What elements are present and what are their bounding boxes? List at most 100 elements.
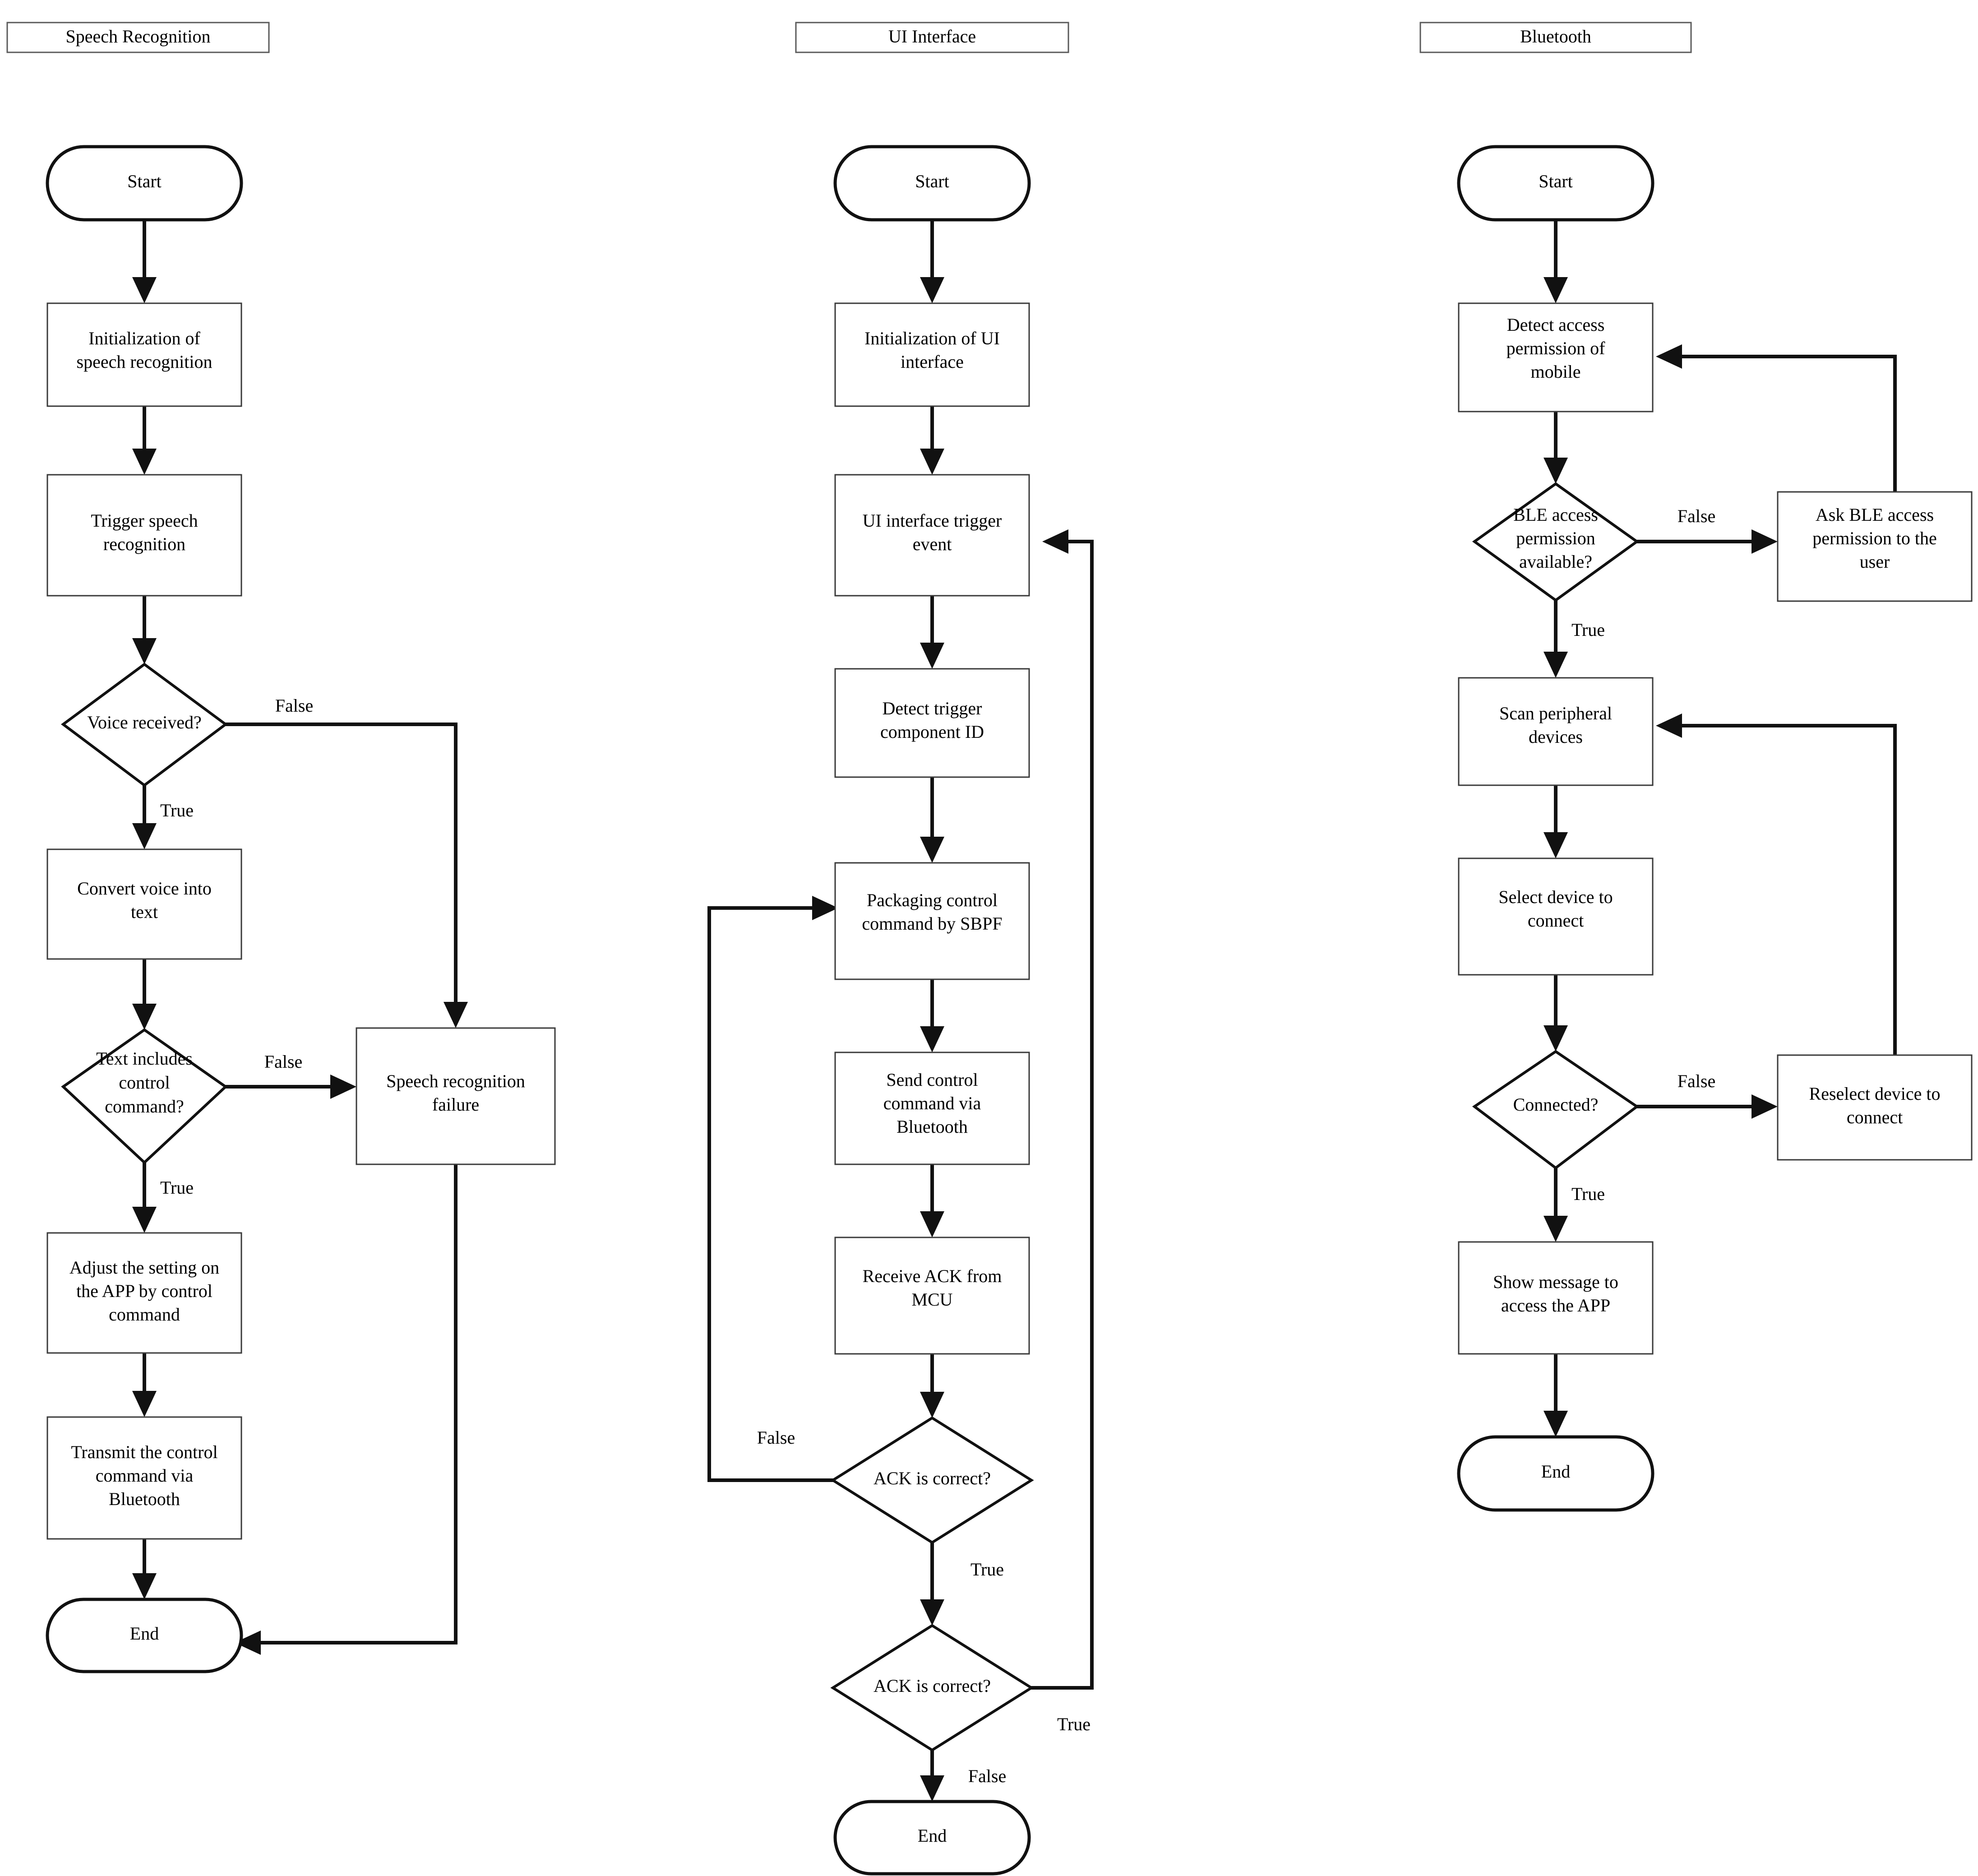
arrowhead-sr-init-trigger <box>132 449 157 475</box>
lane-header-speech-recognition: Speech Recognition <box>6 22 270 53</box>
node-label-line2: component ID <box>880 722 984 742</box>
node-label-line2: control <box>119 1072 170 1093</box>
lane2-connectors <box>707 220 1094 1802</box>
node-ui-detect[interactable]: Detect trigger component ID <box>834 668 1030 778</box>
arrowhead-bt-start-detect <box>1544 277 1568 303</box>
node-label-line2: command by SBPF <box>862 913 1002 934</box>
process-shape <box>356 1027 556 1165</box>
node-ui-recv[interactable]: Receive ACK from MCU <box>834 1237 1030 1355</box>
node-label-line2: recognition <box>103 534 185 554</box>
node-bt-start[interactable]: Start <box>1457 145 1654 222</box>
node-sr-transmit[interactable]: Transmit the control command via Bluetoo… <box>46 1416 242 1540</box>
node-label-line1: Ask BLE access <box>1816 505 1934 525</box>
arrowhead-ui-ack1-false <box>812 896 838 920</box>
process-shape <box>46 1416 242 1540</box>
node-label: Start <box>915 171 949 191</box>
node-label-line2: speech recognition <box>77 352 213 372</box>
arrowhead-bt-ble-true <box>1544 652 1568 678</box>
lane-title-1: Speech Recognition <box>65 26 210 46</box>
node-label-line2: command via <box>96 1465 194 1486</box>
node-label-line2: permission to the <box>1812 528 1937 548</box>
node-sr-end[interactable]: End <box>46 1598 243 1673</box>
node-ui-init[interactable]: Initialization of UI interface <box>834 302 1030 407</box>
node-bt-ble[interactable]: BLE access permission available? <box>1472 482 1640 602</box>
node-ui-end[interactable]: End <box>833 1800 1031 1876</box>
node-label-line3: user <box>1860 551 1890 572</box>
arrowhead-ui-ack1-true <box>920 1599 944 1626</box>
edge-label-sr-textinc-true: True <box>160 1177 194 1198</box>
node-sr-textinc[interactable]: Text includes control command? <box>61 1028 228 1165</box>
arrowhead-ui-ack2-true <box>1042 529 1068 554</box>
node-label-line1: Convert voice into <box>77 878 212 899</box>
arrowhead-ui-recv-ack1 <box>920 1392 944 1418</box>
node-bt-reselect[interactable]: Reselect device to connect <box>1777 1054 1973 1161</box>
node-label-line1: Detect access <box>1507 315 1605 335</box>
node-label-line1: Initialization of UI <box>864 328 1000 348</box>
arrowhead-sr-voice-true <box>132 823 157 849</box>
node-ui-package[interactable]: Packaging control command by SBPF <box>834 862 1030 980</box>
process-shape <box>46 848 242 960</box>
node-sr-start[interactable]: Start <box>46 145 243 222</box>
node-label-line2: permission <box>1516 528 1595 548</box>
node-label-line1: Trigger speech <box>91 510 198 531</box>
node-bt-select[interactable]: Select device to connect <box>1458 857 1654 976</box>
node-label-line2: permission of <box>1507 338 1606 358</box>
arrowhead-bt-ask-detect <box>1656 344 1682 369</box>
arrowhead-bt-reselect-scan <box>1656 713 1682 738</box>
node-sr-init[interactable]: Initialization of speech recognition <box>46 302 242 407</box>
node-label: End <box>918 1825 947 1846</box>
lane-title-3: Bluetooth <box>1520 26 1591 46</box>
node-label-line3: available? <box>1519 551 1592 572</box>
arrowhead-bt-ble-false <box>1752 529 1778 554</box>
lane1-connectors <box>132 220 468 1655</box>
edge-bt-reselect-to-scan <box>1678 724 1897 1055</box>
decision-shape <box>830 1624 1034 1752</box>
edge-label-bt-ble-true: True <box>1571 620 1605 640</box>
process-shape <box>1458 302 1654 412</box>
node-ui-ack1[interactable]: ACK is correct? <box>830 1416 1034 1544</box>
lane-header-box-3 <box>1419 22 1692 53</box>
node-bt-detect[interactable]: Detect access permission of mobile <box>1458 302 1654 412</box>
node-bt-connected[interactable]: Connected? <box>1472 1050 1640 1170</box>
edge-label-bt-connected-false: False <box>1678 1071 1715 1091</box>
arrowhead-sr-start-init <box>132 277 157 303</box>
node-sr-convert[interactable]: Convert voice into text <box>46 848 242 960</box>
node-ui-ack2[interactable]: ACK is correct? <box>830 1624 1034 1752</box>
node-bt-show[interactable]: Show message to access the APP <box>1458 1241 1654 1355</box>
edge-label-sr-textinc-false: False <box>264 1051 302 1072</box>
node-label: Voice received? <box>87 712 202 732</box>
node-label-line2: access the APP <box>1501 1295 1610 1316</box>
arrowhead-bt-connected-false <box>1752 1094 1778 1119</box>
process-shape <box>834 1051 1030 1165</box>
process-shape <box>46 1232 242 1354</box>
node-label: Connected? <box>1513 1094 1599 1115</box>
arrowhead-sr-textinc-false <box>330 1075 356 1099</box>
node-label-line2: devices <box>1529 727 1583 747</box>
node-label-line3: Bluetooth <box>897 1116 968 1137</box>
lane-header-ui-interface: UI Interface <box>795 22 1069 53</box>
arrowhead-sr-fail-end <box>235 1630 261 1655</box>
node-label-line1: Send control <box>886 1070 978 1090</box>
edge-bt-ask-to-detect <box>1678 355 1897 492</box>
node-sr-trigger[interactable]: Trigger speech recognition <box>46 474 242 597</box>
node-sr-adjust[interactable]: Adjust the setting on the APP by control… <box>46 1232 242 1354</box>
arrowhead-bt-show-end <box>1544 1411 1568 1437</box>
node-bt-ask[interactable]: Ask BLE access permission to the user <box>1777 491 1973 602</box>
node-ui-start[interactable]: Start <box>833 145 1031 222</box>
node-label-line1: BLE access <box>1513 505 1598 525</box>
decision-shape <box>1472 482 1640 602</box>
terminator-shape <box>1457 1435 1654 1512</box>
terminator-shape <box>46 145 243 222</box>
node-sr-voice[interactable]: Voice received? <box>60 662 228 787</box>
node-bt-scan[interactable]: Scan peripheral devices <box>1458 677 1654 786</box>
node-sr-fail[interactable]: Speech recognition failure <box>356 1027 556 1165</box>
arrowhead-bt-scan-select <box>1544 832 1568 858</box>
node-ui-trigger[interactable]: UI interface trigger event <box>834 474 1030 597</box>
decision-shape <box>61 1028 228 1165</box>
node-label-line2: text <box>131 902 158 922</box>
node-bt-end[interactable]: End <box>1457 1435 1654 1512</box>
decision-shape <box>60 662 228 787</box>
node-ui-send[interactable]: Send control command via Bluetooth <box>834 1051 1030 1165</box>
